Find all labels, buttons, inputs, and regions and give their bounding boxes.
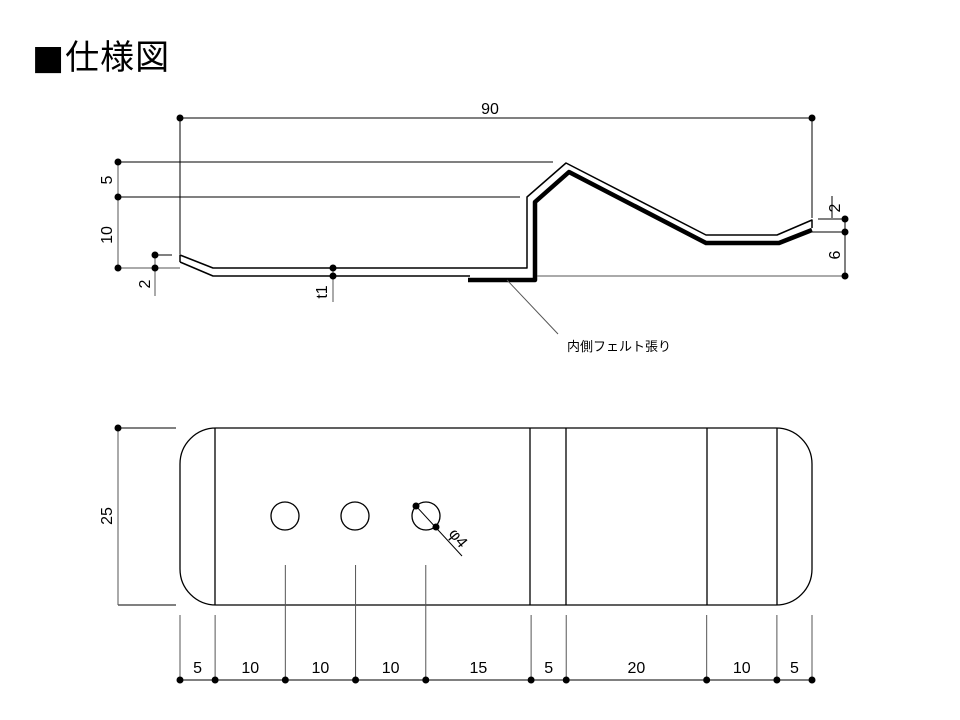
dim-dot: [422, 676, 430, 684]
dim-dot: [432, 523, 440, 531]
dim-dot: [841, 272, 849, 280]
plate-outline: [179, 427, 813, 606]
dim-dot: [773, 676, 781, 684]
segment-dim-label: 15: [470, 660, 488, 677]
hole: [340, 501, 370, 531]
dim-dot: [281, 676, 289, 684]
segment-dim-label: 5: [193, 660, 202, 677]
dim-dot: [176, 676, 184, 684]
page-title: ■仕様図: [32, 38, 171, 78]
dim-dot: [703, 676, 711, 684]
segment-dim-label: 5: [790, 660, 799, 677]
segment-dim-label: 10: [241, 660, 259, 677]
segment-dim-label: 10: [312, 660, 330, 677]
dim-label-10: 10: [99, 226, 116, 244]
felt-note: 内側フェルト張り: [567, 339, 671, 355]
dim-label-2-left: 2: [137, 279, 154, 288]
dim-dot: [808, 676, 816, 684]
dim-dot: [211, 676, 219, 684]
dim-dot: [176, 114, 184, 122]
segment-dim-label: 20: [628, 660, 646, 677]
felt-lining: [468, 169, 813, 283]
dim-dot: [114, 193, 122, 201]
dim-dot: [841, 228, 849, 236]
dim-label-90: 90: [481, 101, 499, 118]
part-inner-profile: [179, 261, 470, 277]
hole: [411, 501, 441, 531]
dim-label-hole: φ4: [445, 526, 470, 552]
dim-dot: [808, 114, 816, 122]
leader-line: [506, 279, 559, 335]
dim-dot: [114, 158, 122, 166]
dim-dot: [352, 676, 360, 684]
side-view: 90 5 10 2 t1 2 6: [99, 101, 849, 355]
dim-label-2-right: 2: [827, 203, 844, 212]
segment-dim-label: 10: [733, 660, 751, 677]
dim-dot: [412, 502, 420, 510]
chain-dimensions: 5 10 10 10 15 5 20 10 5: [176, 565, 816, 684]
hole-dim-line: [415, 505, 463, 557]
dim-dot: [562, 676, 570, 684]
dim-label-5: 5: [99, 175, 116, 184]
dim-dot: [527, 676, 535, 684]
part-outer-profile: [179, 162, 813, 269]
segment-dim-label: 5: [544, 660, 553, 677]
dim-dot: [329, 272, 337, 280]
hole: [270, 501, 300, 531]
dim-dot: [151, 251, 159, 259]
dim-label-t1: t1: [314, 285, 331, 298]
dim-dot: [841, 215, 849, 223]
dim-dot: [114, 424, 122, 432]
dim-dot: [151, 264, 159, 272]
segment-dim-label: 10: [382, 660, 400, 677]
dim-dot: [329, 264, 337, 272]
dim-dot: [114, 264, 122, 272]
plan-view: φ4 25 5 10 10 10 15 5 20 10 5: [99, 424, 816, 684]
dim-label-25: 25: [99, 507, 116, 525]
dim-label-6: 6: [827, 250, 844, 259]
